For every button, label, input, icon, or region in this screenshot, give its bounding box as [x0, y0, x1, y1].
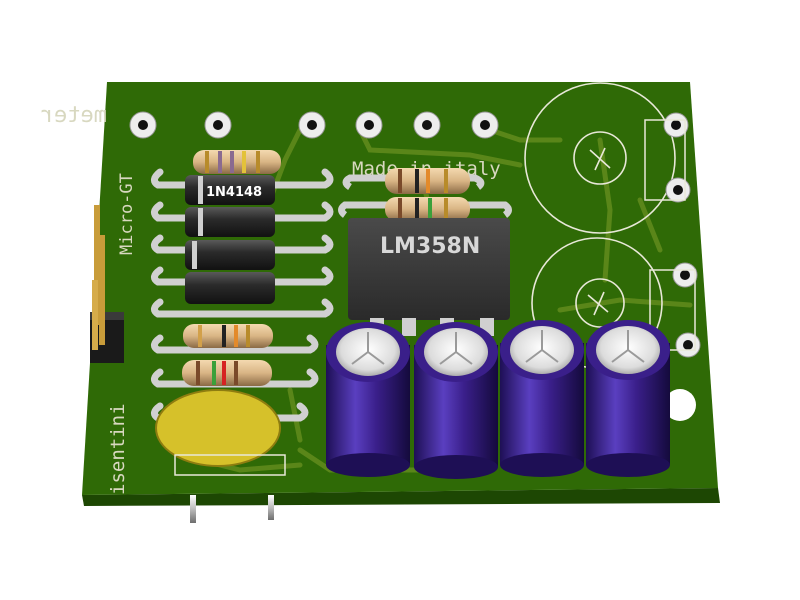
diode-1n4148: 1N4148	[185, 175, 275, 205]
silk-meter-text: meter	[41, 103, 107, 128]
electrolytic-capacitor-3	[500, 320, 584, 477]
pad	[204, 111, 232, 139]
electrolytic-capacitor-1	[326, 322, 410, 477]
resistor-r5	[338, 197, 512, 221]
diode-body-3	[185, 240, 275, 270]
pad	[355, 111, 383, 139]
pad	[413, 111, 441, 139]
electrolytic-capacitor-4	[586, 320, 670, 477]
trimmer-pads	[644, 112, 701, 358]
resistor-r1	[193, 150, 281, 174]
resistor-r4	[342, 168, 485, 194]
diode-body-4	[185, 272, 275, 304]
electrolytic-capacitor-2	[414, 322, 498, 479]
header-pads-row	[129, 111, 499, 139]
diode-marking-text: 1N4148	[206, 185, 262, 200]
silk-author-vertical-text: isentini	[107, 403, 129, 495]
ceramic-capacitor	[155, 389, 286, 523]
silk-credit-vertical-text: Micro-GT	[117, 173, 137, 255]
mounting-hole	[664, 389, 696, 421]
resistor-r3	[182, 360, 272, 386]
ic-lm358n: LM358N	[348, 218, 510, 336]
pad	[298, 111, 326, 139]
ic-marking-text: LM358N	[380, 234, 480, 259]
pad	[471, 111, 499, 139]
pad	[129, 111, 157, 139]
pin-header	[90, 205, 124, 363]
resistor-r2	[183, 324, 273, 348]
diode-body-2	[185, 207, 275, 237]
board-edge	[82, 488, 720, 506]
